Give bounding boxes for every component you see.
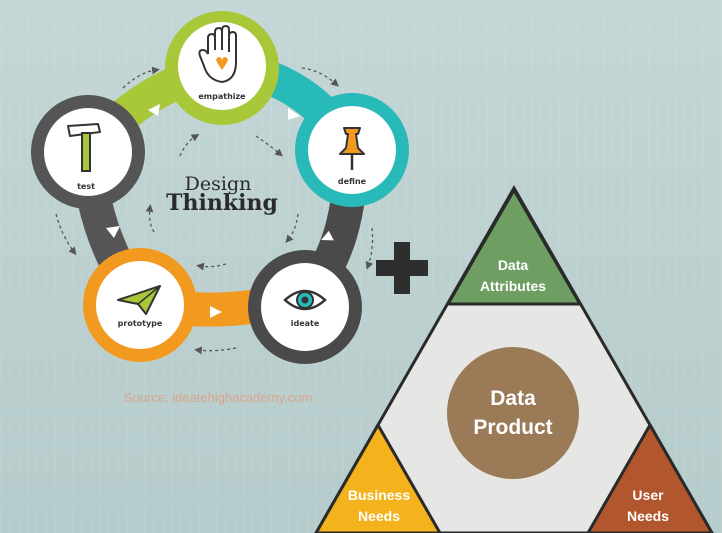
data-attributes-line1: Data bbox=[498, 257, 529, 273]
dashed-arrow-inner-4 bbox=[196, 262, 227, 271]
dashed-arrow-outer-1 bbox=[122, 66, 160, 89]
left-triangle-business-needs bbox=[314, 423, 442, 533]
eye-icon bbox=[283, 289, 327, 311]
arrow-empathize-to-define bbox=[288, 108, 300, 120]
arrow-prototype-to-test bbox=[106, 226, 120, 238]
data-attributes-line2: Attributes bbox=[480, 278, 546, 294]
dashed-arrow-outer-3 bbox=[365, 227, 374, 270]
stage-test: test bbox=[31, 95, 145, 209]
dashed-arrow-inner-5 bbox=[145, 204, 155, 233]
business-needs-line1: Business bbox=[348, 487, 410, 503]
source-credit: Source: ideatehighacademy.com bbox=[124, 390, 312, 405]
paper-plane-icon bbox=[117, 285, 161, 315]
design-thinking-cycle: empathize define ideate bbox=[31, 11, 409, 364]
user-needs-line1: User bbox=[632, 487, 664, 503]
dashed-arrow-inner-1 bbox=[179, 133, 200, 157]
stage-prototype-label: prototype bbox=[118, 319, 163, 328]
dashed-arrow-inner-3 bbox=[285, 213, 299, 244]
hand-icon bbox=[198, 24, 237, 84]
design-thinking-title-line2: Thinking bbox=[166, 190, 278, 216]
dashed-arrow-inner-2 bbox=[255, 135, 283, 157]
dashed-arrow-outer-2 bbox=[301, 67, 339, 87]
top-triangle-data-attributes bbox=[446, 188, 582, 306]
right-triangle-user-needs bbox=[586, 423, 714, 533]
stage-prototype: prototype bbox=[83, 248, 197, 362]
dashed-arrow-outer-5 bbox=[55, 213, 77, 256]
pushpin-icon bbox=[339, 127, 365, 170]
stage-empathize: empathize bbox=[165, 11, 279, 125]
dashed-arrow-outer-4 bbox=[194, 346, 237, 355]
stage-ideate-label: ideate bbox=[291, 319, 320, 328]
arrow-ideate-to-prototype bbox=[210, 306, 222, 318]
stage-ideate: ideate bbox=[248, 250, 362, 364]
data-product-line2: Product bbox=[473, 416, 552, 439]
business-needs-line2: Needs bbox=[358, 508, 400, 524]
plus-icon bbox=[376, 242, 428, 294]
stage-empathize-label: empathize bbox=[198, 92, 246, 101]
design-thinking-title-line1: Design bbox=[185, 173, 252, 195]
stage-test-label: test bbox=[77, 182, 95, 191]
stage-define-label: define bbox=[338, 177, 367, 186]
arrow-define-to-ideate bbox=[321, 230, 334, 241]
user-needs-line2: Needs bbox=[627, 508, 669, 524]
stage-define: define bbox=[295, 93, 409, 207]
direction-arrows bbox=[106, 104, 334, 318]
core-circle-data-product bbox=[447, 347, 579, 479]
dashed-arrows bbox=[55, 66, 374, 355]
hammer-icon bbox=[67, 123, 101, 172]
data-product-triangle: Data Attributes Business Needs User Need… bbox=[314, 184, 714, 533]
arrow-test-to-empathize bbox=[148, 104, 160, 116]
data-product-line1: Data bbox=[490, 387, 536, 410]
